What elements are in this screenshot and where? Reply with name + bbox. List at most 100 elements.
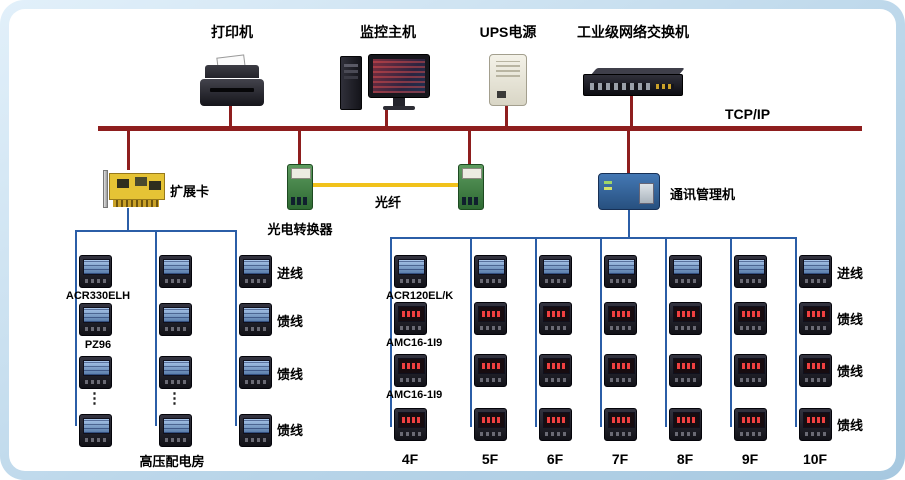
floor-label: 9F	[741, 451, 759, 467]
network-wire	[75, 230, 77, 426]
feeder-label: 馈线	[277, 423, 304, 438]
meter-model-label: ACR120EL/K	[386, 290, 454, 302]
computer-screen	[373, 59, 425, 93]
network-wire	[470, 237, 472, 427]
power-meter	[734, 408, 767, 441]
printer-label: 打印机	[211, 24, 253, 40]
network-wire	[390, 237, 392, 427]
monitor-base	[383, 106, 415, 110]
floor-label: 6F	[546, 451, 564, 467]
network-wire	[390, 237, 797, 239]
converter-label: 光电转换器	[267, 222, 333, 237]
power-meter	[239, 303, 272, 336]
network-wire	[628, 210, 630, 237]
power-meter	[734, 302, 767, 335]
floor-label: 8F	[676, 451, 694, 467]
meter-model-label: ACR330ELH	[65, 290, 131, 302]
card-board	[109, 173, 165, 200]
power-meter	[79, 414, 112, 447]
computer-tower	[340, 56, 362, 110]
tcpip-label: TCP/IP	[725, 106, 771, 122]
expansion-card-label: 扩展卡	[170, 184, 210, 199]
ellipsis-dots: ⋮	[87, 390, 102, 407]
switch-body	[583, 74, 683, 96]
feeder-label: 馈线	[837, 418, 864, 433]
power-meter	[159, 414, 192, 447]
power-meter	[394, 302, 427, 335]
power-meter	[474, 255, 507, 288]
expansion-card-icon	[103, 170, 165, 208]
bus-drop-wire	[630, 96, 633, 126]
floor-label: 4F	[401, 451, 419, 467]
network-wire	[730, 237, 732, 427]
power-meter	[394, 408, 427, 441]
network-wire	[235, 230, 237, 426]
network-wire	[665, 237, 667, 427]
bus-drop-wire	[468, 131, 471, 164]
meter-model-label: AMC16-1I9	[386, 389, 443, 401]
power-meter	[394, 255, 427, 288]
network-wire	[600, 237, 602, 427]
power-meter	[474, 354, 507, 387]
power-meter	[159, 255, 192, 288]
power-meter	[239, 255, 272, 288]
feeder-label: 馈线	[277, 314, 304, 329]
diagram-canvas	[9, 9, 896, 471]
feeder-label: 进线	[277, 266, 304, 281]
printer-body	[200, 79, 264, 106]
ups-icon	[489, 54, 527, 106]
power-meter	[604, 302, 637, 335]
power-meter	[734, 255, 767, 288]
power-meter	[539, 408, 572, 441]
card-bracket	[103, 170, 108, 208]
power-meter	[539, 255, 572, 288]
feeder-label: 进线	[837, 266, 864, 281]
power-meter	[394, 354, 427, 387]
bus-drop-wire	[627, 131, 630, 173]
power-meter	[79, 303, 112, 336]
comm-manager-icon	[598, 173, 660, 210]
power-meter	[669, 255, 702, 288]
power-meter	[239, 414, 272, 447]
network-wire	[795, 237, 797, 427]
feeder-label: 馈线	[837, 364, 864, 379]
floor-label: 7F	[611, 451, 629, 467]
bus-drop-wire	[505, 106, 508, 126]
switch-label: 工业级网络交换机	[577, 24, 689, 40]
network-wire	[155, 230, 157, 426]
bus-drop-wire	[127, 131, 130, 170]
fiber-converter-icon	[458, 164, 484, 210]
power-meter	[239, 356, 272, 389]
fiber-link	[313, 183, 458, 187]
tcpip-bus-line	[98, 126, 862, 131]
network-wire	[127, 208, 129, 232]
hv-room-label: 高压配电房	[139, 454, 205, 469]
power-meter	[79, 356, 112, 389]
bus-drop-wire	[385, 110, 388, 126]
ups-label: UPS电源	[479, 24, 537, 40]
power-meter	[799, 302, 832, 335]
power-meter	[79, 255, 112, 288]
comm-manager-label: 通讯管理机	[670, 187, 736, 202]
power-meter	[669, 408, 702, 441]
power-meter	[474, 302, 507, 335]
switch-icon	[583, 68, 685, 96]
power-meter	[604, 408, 637, 441]
power-meter	[159, 356, 192, 389]
printer-lid	[205, 65, 259, 78]
power-meter	[604, 354, 637, 387]
power-meter	[799, 354, 832, 387]
power-meter	[799, 255, 832, 288]
floor-label: 10F	[802, 451, 828, 467]
monitor-stand	[393, 98, 405, 106]
floor-label: 5F	[481, 451, 499, 467]
power-meter	[669, 302, 702, 335]
host-label: 监控主机	[360, 24, 416, 40]
bus-drop-wire	[298, 131, 301, 164]
power-meter	[799, 408, 832, 441]
computer-monitor	[368, 54, 430, 98]
card-pins	[113, 200, 159, 207]
power-meter	[159, 303, 192, 336]
power-meter	[539, 354, 572, 387]
